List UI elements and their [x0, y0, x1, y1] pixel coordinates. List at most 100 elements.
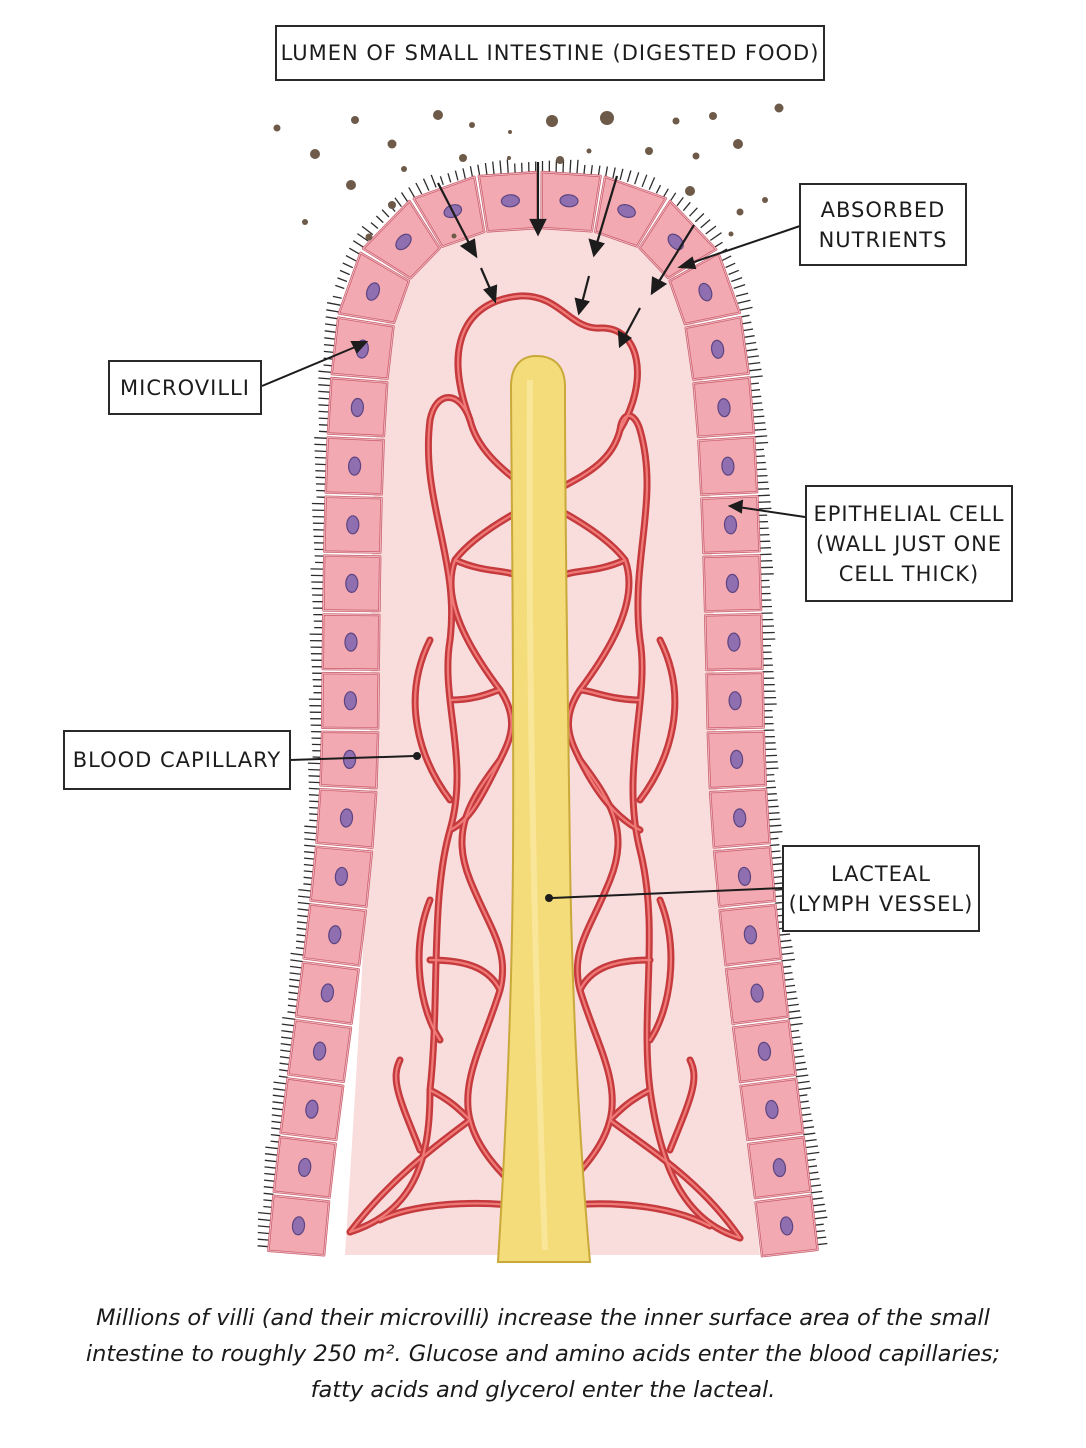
microvillus — [756, 481, 769, 484]
capillary-vessel-highlight — [348, 1118, 472, 1234]
cell-highlight — [709, 788, 771, 848]
food-particle — [645, 147, 653, 155]
microvillus — [257, 1245, 269, 1248]
microvillus — [744, 335, 755, 338]
microvillus — [786, 1003, 799, 1007]
food-particle — [507, 156, 511, 160]
microvillus — [770, 856, 782, 859]
microvillus — [298, 895, 312, 899]
microvillus — [282, 1016, 296, 1021]
microvillus — [257, 1218, 271, 1222]
microvillus — [318, 384, 331, 387]
microvillus — [756, 468, 767, 471]
microvillus — [795, 1074, 809, 1078]
cell-nucleus — [617, 204, 636, 218]
microvillus — [318, 397, 330, 400]
microvillus — [795, 1068, 808, 1071]
microvillus — [770, 850, 781, 853]
microvillus — [477, 164, 481, 177]
epithelial-cell-layer — [267, 170, 819, 1258]
cell-highlight — [267, 1195, 330, 1256]
food-particle — [302, 219, 308, 225]
microvillus — [765, 773, 775, 776]
microvillus — [278, 1075, 288, 1079]
microvillus — [324, 337, 336, 340]
microvillus — [314, 443, 328, 446]
microvillus — [750, 389, 761, 392]
microvillus — [303, 863, 315, 867]
capillary-vessel-highlight — [578, 758, 642, 832]
food-particle — [556, 156, 564, 164]
microvillus — [767, 812, 780, 815]
microvillus — [641, 174, 648, 188]
food-particle — [310, 149, 320, 159]
microvillus — [809, 1177, 820, 1181]
microvillus — [506, 159, 509, 173]
microvillus — [768, 830, 783, 834]
cell-highlight — [719, 904, 782, 966]
microvillus — [728, 269, 740, 276]
microvillus — [771, 863, 783, 866]
microvillus — [309, 813, 319, 816]
capillary-vessel-highlight — [618, 414, 742, 1240]
cell-highlight — [303, 903, 367, 966]
microvillus — [439, 176, 444, 186]
microvillus — [288, 985, 300, 988]
label-microvilli-text: MICROVILLI — [120, 375, 250, 400]
capillary-vessel-highlight — [417, 898, 442, 1042]
microvillus — [748, 368, 762, 372]
cell-highlight — [725, 962, 789, 1025]
label-lacteal: LACTEAL (LYMPH VESSEL) — [782, 845, 980, 932]
microvillus — [766, 799, 778, 802]
microvillus — [740, 314, 750, 318]
microvillus — [296, 934, 307, 937]
cell-nucleus — [342, 749, 357, 769]
microvillus — [790, 1036, 801, 1039]
microvillus — [270, 1140, 280, 1143]
cell-nucleus — [698, 282, 713, 302]
microvillus — [792, 1048, 804, 1052]
microvillus — [754, 435, 768, 438]
microvillus — [288, 998, 299, 1001]
microvillus — [408, 187, 416, 199]
microvillus — [793, 1055, 805, 1059]
cell-highlight — [713, 846, 776, 907]
cell-highlight — [287, 1019, 352, 1083]
microvillus — [767, 805, 779, 808]
microvillus — [265, 1146, 279, 1150]
microvillus — [784, 984, 796, 988]
microvillus — [789, 1022, 803, 1026]
microvillus — [263, 1199, 273, 1202]
microvillus — [279, 1062, 290, 1066]
microvillus — [297, 908, 310, 911]
cell-nucleus — [725, 573, 740, 593]
microvillus — [447, 173, 452, 183]
microvillus — [303, 857, 316, 860]
microvillus — [257, 1225, 271, 1228]
microvillus — [273, 1088, 287, 1092]
capillary-vessel-highlight — [428, 1088, 472, 1122]
food-particle — [346, 180, 356, 190]
cell-nucleus — [717, 398, 731, 418]
capillary-vessel-highlight — [448, 758, 502, 832]
microvillus — [764, 767, 779, 770]
microvillus — [325, 316, 339, 320]
microvillus — [783, 978, 794, 981]
food-particle — [546, 115, 558, 127]
microvillus — [765, 780, 776, 783]
microvillus — [747, 361, 761, 365]
food-particle — [762, 197, 768, 203]
microvillus — [787, 1010, 801, 1013]
microvillus — [469, 166, 474, 178]
microvillus — [780, 946, 793, 949]
capillary-vessel-highlight — [668, 1058, 695, 1152]
microvillus — [287, 1004, 298, 1008]
microvillus — [281, 1029, 294, 1033]
capillary-vessel-highlight — [395, 1058, 422, 1152]
microvillus — [308, 768, 322, 771]
microvillus — [781, 958, 795, 962]
microvillus — [304, 831, 318, 835]
cell-nucleus — [346, 515, 360, 535]
capillary-vessel-highlight — [456, 294, 639, 432]
microvillus — [287, 1011, 297, 1014]
